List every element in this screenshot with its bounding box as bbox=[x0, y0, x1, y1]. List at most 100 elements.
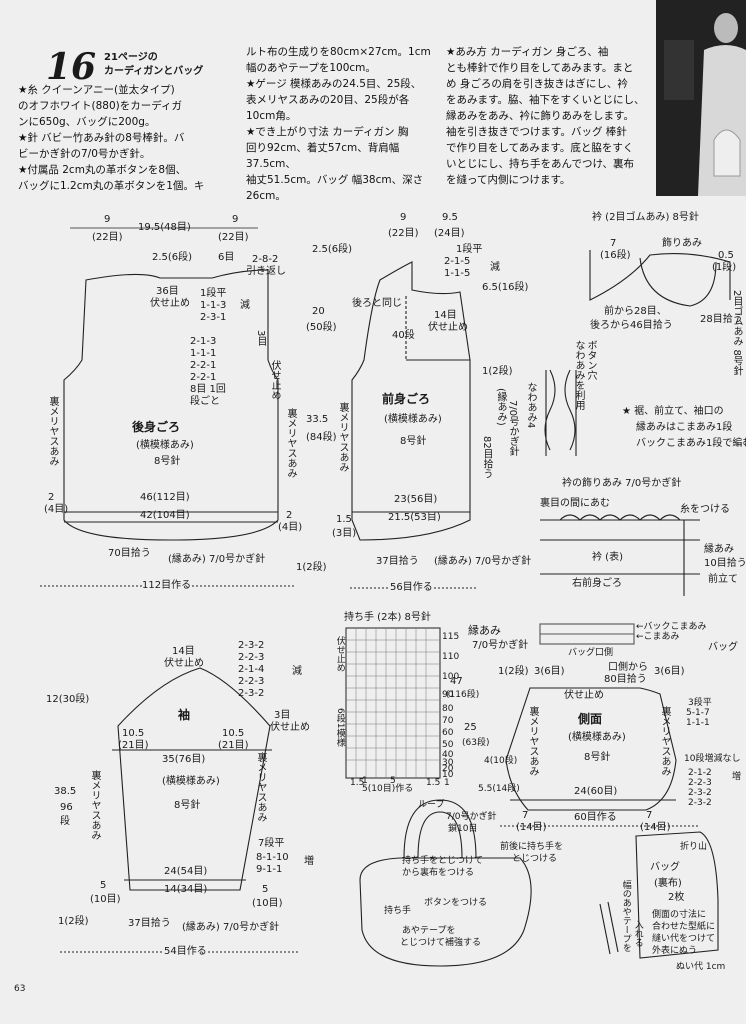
sleeve-r3: 3目 bbox=[274, 710, 291, 721]
front-bind: 14目 bbox=[434, 310, 457, 321]
back-arm2: 1-1-1 bbox=[190, 348, 217, 359]
bag-hand: 持ち手をとじつけて bbox=[402, 856, 484, 866]
handle-n30: 30 bbox=[442, 758, 454, 768]
bag-side-t3: 3(6目) bbox=[654, 666, 685, 677]
back-bind: 36目 bbox=[156, 286, 179, 297]
front-left-height: 2.5(6段) bbox=[312, 244, 353, 255]
front-left-15s: (3目) bbox=[332, 528, 357, 539]
sleeve-dec-mark: 減 bbox=[292, 666, 302, 677]
sleeve-inc3: 9-1-1 bbox=[256, 864, 283, 875]
collar-note3: バックこまあみ1段で編む bbox=[636, 438, 746, 449]
handle-h47s: (116段) bbox=[446, 690, 480, 700]
handle-chart-grid bbox=[345, 627, 441, 779]
lining-count: 2枚 bbox=[668, 892, 685, 903]
back-pickup: 70目拾う bbox=[108, 548, 151, 559]
back-arm4: 2-2-1 bbox=[190, 372, 217, 383]
back-neck-dec2: 引き返し bbox=[246, 266, 286, 277]
header-line: ビーかぎ針の7/0号かぎ針。 bbox=[18, 148, 151, 160]
bag-side-needle: 8号針 bbox=[584, 752, 611, 763]
back-dec1: 1段平 bbox=[200, 288, 227, 299]
handle-n40: 40 bbox=[442, 750, 454, 760]
lining-note4: 外表にぬう bbox=[652, 946, 698, 956]
handle-n20: 20 bbox=[442, 764, 454, 774]
handle-n50: 50 bbox=[442, 740, 454, 750]
back-right-2: 2 bbox=[286, 510, 293, 521]
header-line: ンに650g、バッグに200g。 bbox=[18, 116, 156, 128]
bag-side-title: 側面 bbox=[578, 712, 603, 726]
header-line: のオフホワイト(880)をカーディガ bbox=[18, 100, 182, 112]
bag-attach2: とじつける bbox=[512, 854, 558, 864]
collar-edge-r2: 10目拾う bbox=[704, 558, 746, 569]
edging-bag: バッグ bbox=[708, 642, 738, 653]
sleeve-dec4: 2-2-3 bbox=[238, 676, 265, 687]
back-bind2: 伏せ止め bbox=[150, 298, 190, 309]
collar-from: 前から28目、 bbox=[604, 306, 667, 317]
handle-n1b: 1 bbox=[362, 776, 368, 786]
header-line: 表メリヤスあみの20目、25段が各 bbox=[246, 94, 410, 106]
bag-loop2: 7/0号かぎ針 bbox=[446, 812, 497, 822]
cable-label: なわあみ4 bbox=[525, 382, 536, 429]
front-width-215: 21.5(53目) bbox=[388, 512, 441, 523]
collar-edge-chart bbox=[540, 514, 700, 521]
lining-note1: 側面の寸法に bbox=[652, 910, 707, 920]
collar-edge-r3: 前立て bbox=[708, 574, 738, 585]
sleeve-h12: 12(30段) bbox=[46, 694, 90, 705]
bag-side-pick2: 80目拾う bbox=[604, 674, 647, 685]
sleeve-r3b: 伏せ止め bbox=[270, 722, 310, 733]
back-arm3: 2-2-1 bbox=[190, 360, 217, 371]
front-width-23: 23(56目) bbox=[394, 494, 438, 505]
sleeve-side-right: 裏メリヤスあみ bbox=[255, 752, 266, 822]
item-title: カーディガンとバッグ bbox=[104, 66, 204, 77]
sleeve-outline bbox=[117, 667, 271, 891]
sleeve-bind2: 伏せ止め bbox=[164, 658, 204, 669]
handle-n70: 70 bbox=[442, 716, 454, 726]
front-left-15: 1.5 bbox=[336, 514, 352, 525]
sleeve-width-14: 14(34目) bbox=[164, 884, 208, 895]
bag-side-r2: 5-1-7 bbox=[686, 708, 710, 718]
front-pattern: (横模様あみ) bbox=[384, 414, 442, 425]
bag-side-b7r: 7 bbox=[646, 810, 653, 821]
front-edge-side2: 7/0号かぎ針 bbox=[507, 400, 518, 457]
front-cast: 56目作る bbox=[390, 582, 433, 594]
collar-edge-yarn: 糸をつける bbox=[680, 504, 730, 515]
bag-side-t2: 3(6目) bbox=[534, 666, 565, 677]
back-dec-mark: 減 bbox=[240, 300, 250, 311]
front-needle: 8号針 bbox=[400, 436, 427, 447]
front-len335: 33.5 bbox=[306, 414, 329, 425]
front-edge-side: (縁あみ) bbox=[495, 388, 506, 426]
front-edge: (縁あみ) 7/0号かぎ針 bbox=[434, 556, 532, 567]
bag-side-r6: 2-2-3 bbox=[688, 778, 712, 788]
edging-back: ←バックこまあみ bbox=[636, 622, 707, 632]
sleeve-dec1: 2-3-2 bbox=[238, 640, 265, 651]
ref-page: 21ページの bbox=[104, 52, 158, 63]
sleeve-dec5: 2-3-2 bbox=[238, 688, 265, 699]
collar-right-05s: (1段) bbox=[712, 262, 737, 273]
back-needle: 8号針 bbox=[154, 456, 181, 467]
sleeve-bind: 14目 bbox=[172, 646, 195, 657]
collar-left-7: 7 bbox=[610, 238, 617, 249]
bag-side-h55: 5.5(14段) bbox=[478, 784, 520, 794]
front-dec-mark: 減 bbox=[490, 262, 500, 273]
page-number: 63 bbox=[14, 984, 26, 994]
front-bind2: 伏せ止め bbox=[428, 322, 468, 333]
bag-btn: ボタンをつける bbox=[424, 898, 488, 908]
sleeve-width-35: 35(76目) bbox=[162, 754, 206, 765]
back-right-2s: (4目) bbox=[278, 522, 303, 533]
bag-side-left: 裏メリヤスあみ bbox=[527, 706, 538, 776]
bag-illustration bbox=[359, 857, 532, 967]
bag-tape2: とじつけて補強する bbox=[400, 938, 482, 948]
lining-sub: (裏布) bbox=[654, 878, 682, 889]
sleeve-h1: 1(2段) bbox=[58, 916, 89, 927]
header-line: で作り目をしてあみます。底と脇をすく bbox=[446, 142, 634, 154]
back-width-42: 42(104目) bbox=[140, 510, 190, 521]
bag-side-h4: 4(10段) bbox=[484, 756, 518, 766]
sleeve-right-105s: (21目) bbox=[218, 740, 249, 751]
back-top-right-stitches: (22目) bbox=[218, 232, 249, 243]
back-pattern: (横模様あみ) bbox=[136, 440, 194, 451]
sleeve-right-5s: (10目) bbox=[252, 898, 283, 909]
handle-h47: 47 bbox=[450, 676, 463, 687]
collar-edge-front: 右前身ごろ bbox=[572, 578, 622, 589]
front-len20: 20 bbox=[312, 306, 325, 317]
header-line: ★ゲージ 模様あみの24.5目、25段、 bbox=[246, 78, 422, 90]
bag-side-b7: 7 bbox=[522, 810, 529, 821]
